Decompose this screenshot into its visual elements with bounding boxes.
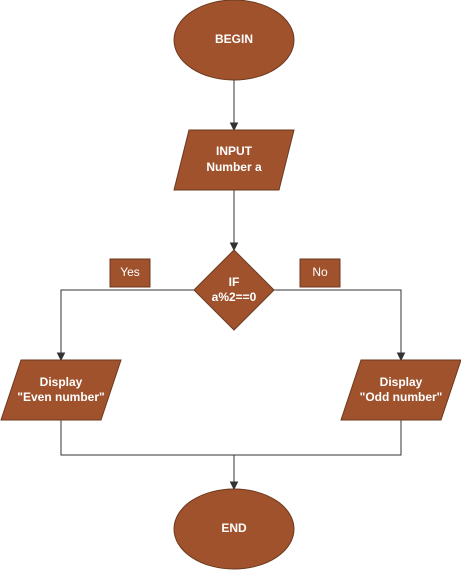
display-even-label-line-1: Display	[40, 375, 83, 389]
node-end: END	[173, 488, 295, 570]
node-display-even: Display "Even number"	[0, 359, 122, 421]
decision-diamond-shape	[193, 249, 275, 331]
node-decision: IF a%2==0	[193, 249, 275, 331]
decision-label-line-2: a%2==0	[212, 290, 257, 304]
yes-label-text: Yes	[120, 265, 140, 279]
arrowhead-display-even	[56, 352, 66, 362]
input-label-line-2: Number a	[206, 160, 262, 174]
begin-terminator-shape	[173, 0, 295, 81]
display-odd-parallelogram-shape	[340, 359, 461, 421]
input-label-line-1: INPUT	[216, 144, 253, 158]
edge-decision-to-display-odd	[274, 289, 402, 354]
arrowhead-end	[229, 481, 239, 491]
display-even-label-line-2: "Even number"	[17, 390, 104, 404]
end-label: END	[221, 521, 247, 535]
input-parallelogram-shape	[173, 129, 295, 191]
display-odd-label-line-1: Display	[380, 375, 423, 389]
begin-label: BEGIN	[215, 32, 253, 46]
no-label-text: No	[312, 265, 328, 279]
arrowhead-decision	[229, 242, 239, 252]
node-begin: BEGIN	[173, 0, 295, 81]
no-label-box	[299, 258, 341, 288]
branch-label-yes: Yes	[109, 258, 151, 288]
display-odd-label-line-2: "Odd number"	[360, 390, 443, 404]
decision-label-line-1: IF	[229, 275, 240, 289]
edge-display-even-to-merge	[60, 420, 234, 456]
end-terminator-shape	[173, 488, 295, 570]
node-display-odd: Display "Odd number"	[340, 359, 461, 421]
flowchart-edges	[56, 80, 406, 491]
branch-label-no: No	[299, 258, 341, 288]
arrowhead-input	[229, 122, 239, 132]
arrowhead-display-odd	[396, 352, 406, 362]
edge-display-odd-to-merge	[234, 420, 402, 456]
edge-decision-to-display-even	[60, 289, 194, 354]
node-input: INPUT Number a	[173, 129, 295, 191]
yes-label-box	[109, 258, 151, 288]
display-even-parallelogram-shape	[0, 359, 122, 421]
